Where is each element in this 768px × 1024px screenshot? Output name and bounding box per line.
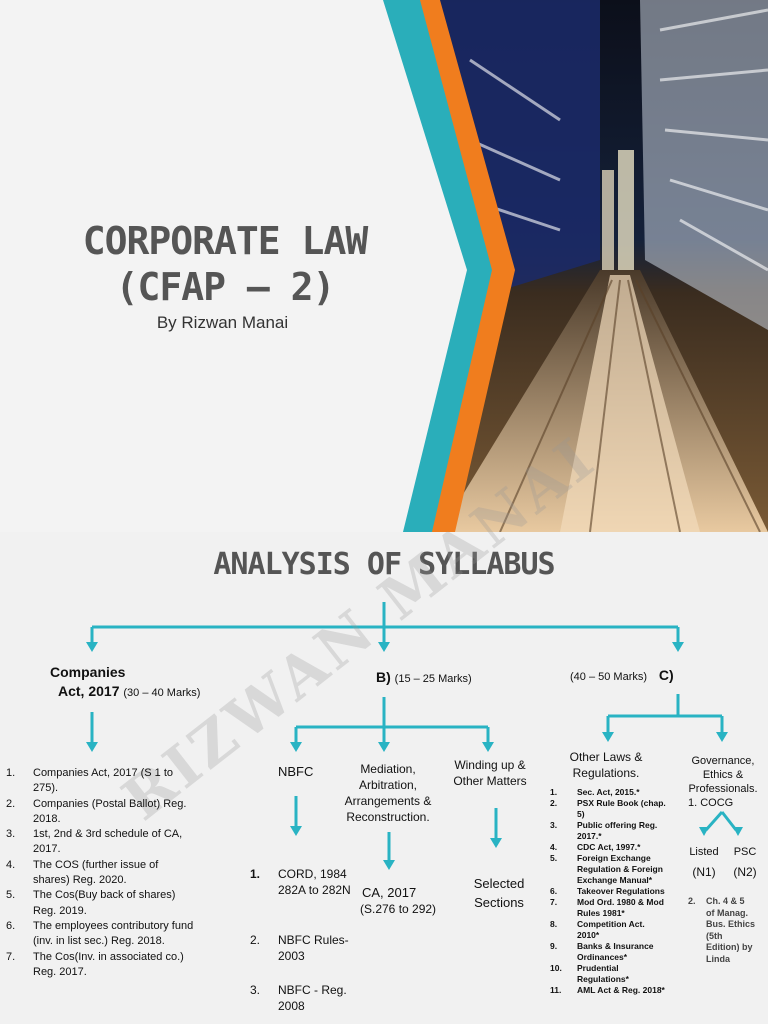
winding-detail: Selected Sections xyxy=(462,874,536,912)
branch-c-letter: C) xyxy=(651,667,674,683)
other-laws-list: 1.Sec. Act, 2015.* 2.PSX Rule Book (chap… xyxy=(550,787,668,996)
other-laws-label: Other Laws & Regulations. xyxy=(560,749,652,781)
ethics-text-6: Linda xyxy=(706,954,764,966)
psc-code: (N2) xyxy=(728,862,762,882)
list-item: 7.The Cos(Inv. in associated co.) Reg. 2… xyxy=(6,950,196,981)
list-item: 10.Prudential Regulations* xyxy=(550,963,668,985)
winding-label-line2: Other Matters xyxy=(444,773,536,789)
cover-slide: CORPORATE LAW (CFAP – 2) By Rizwan Manai xyxy=(0,0,768,532)
ethics-text-5: Edition) by xyxy=(706,942,764,954)
list-item: 5.Foreign Exchange Regulation & Foreign … xyxy=(550,853,668,886)
list-item: 3.1st, 2nd & 3rd schedule of CA, 2017. xyxy=(6,827,196,858)
mediation-detail-line2: (S.276 to 292) xyxy=(360,901,436,918)
branch-a-label-line1: Companies xyxy=(50,663,250,682)
list-item: 1.CORD, 1984 282A to 282N xyxy=(250,866,360,932)
list-item: 1.Sec. Act, 2015.* xyxy=(550,787,668,798)
list-item: 3.Public offering Reg. 2017.* xyxy=(550,820,668,842)
governance-label-line3: Professionals. xyxy=(680,782,766,796)
list-item: 3.NBFC - Reg. 2008 xyxy=(250,982,360,1014)
cover-title-line2: (CFAP – 2) xyxy=(0,264,450,310)
listed-code: (N1) xyxy=(684,862,724,882)
other-laws-label-line2: Regulations. xyxy=(560,765,652,781)
mediation-detail: CA, 2017 (S.276 to 292) xyxy=(360,884,436,918)
cover-byline: By Rizwan Manai xyxy=(0,313,445,333)
psc-label: PSC (N2) xyxy=(728,842,762,882)
winding-detail-line1: Selected xyxy=(462,874,536,893)
list-item: 4.The COS (further issue of shares) Reg.… xyxy=(6,858,196,889)
list-item: 1.Companies Act, 2017 (S 1 to 275). xyxy=(6,766,196,797)
list-item: 2.Companies (Postal Ballot) Reg. 2018. xyxy=(6,797,196,828)
listed-text: Listed xyxy=(684,842,724,862)
psc-text: PSC xyxy=(728,842,762,862)
nbfc-label: NBFC xyxy=(278,763,313,780)
winding-label: Winding up & Other Matters xyxy=(444,757,536,789)
other-laws-label-line1: Other Laws & xyxy=(560,749,652,765)
listed-label: Listed (N1) xyxy=(684,842,724,882)
branch-c-heading: (40 – 50 Marks) C) xyxy=(570,667,674,683)
governance-label-line2: Ethics & xyxy=(680,768,766,782)
ethics-item: 2. Ch. 4 & 5 of Manag. Bus. Ethics (5th … xyxy=(688,896,764,965)
branch-b-letter: B) xyxy=(376,669,391,685)
list-item: 8.Competition Act. 2010* xyxy=(550,919,668,941)
cover-title: CORPORATE LAW (CFAP – 2) xyxy=(0,218,450,310)
ethics-num: 2. xyxy=(688,896,696,908)
winding-label-line1: Winding up & xyxy=(444,757,536,773)
cover-title-line1: CORPORATE LAW xyxy=(0,218,450,264)
branch-a-heading: Companies Act, 2017 (30 – 40 Marks) xyxy=(50,663,250,703)
governance-label-line1: Governance, xyxy=(680,754,766,768)
list-item: 6.Takeover Regulations xyxy=(550,886,668,897)
mediation-detail-line1: CA, 2017 xyxy=(360,884,436,901)
ethics-text-4: (5th xyxy=(706,931,764,943)
list-item: 2.PSX Rule Book (chap. 5) xyxy=(550,798,668,820)
list-item: 5.The Cos(Buy back of shares) Reg. 2019. xyxy=(6,888,196,919)
ethics-text-1: Ch. 4 & 5 xyxy=(706,896,764,908)
cocg-label: 1. COCG xyxy=(688,797,733,809)
branch-b-heading: B) (15 – 25 Marks) xyxy=(376,669,472,685)
list-item: 6.The employees contributory fund (inv. … xyxy=(6,919,196,950)
list-item: 7.Mod Ord. 1980 & Mod Rules 1981* xyxy=(550,897,668,919)
branch-c-marks: (40 – 50 Marks) xyxy=(570,671,647,683)
list-item: 9.Banks & Insurance Ordinances* xyxy=(550,941,668,963)
governance-label: Governance, Ethics & Professionals. xyxy=(680,754,766,796)
branch-a-list: 1.Companies Act, 2017 (S 1 to 275). 2.Co… xyxy=(6,766,196,980)
branch-b-marks: (15 – 25 Marks) xyxy=(395,673,472,685)
branch-a-marks: (30 – 40 Marks) xyxy=(123,687,200,699)
list-item: 4.CDC Act, 1997.* xyxy=(550,842,668,853)
nbfc-list: 1.CORD, 1984 282A to 282N 2.NBFC Rules-2… xyxy=(250,866,360,1014)
ethics-text-3: Bus. Ethics xyxy=(706,919,764,931)
mediation-label: Mediation, Arbitration, Arrangements & R… xyxy=(336,761,440,825)
list-item: 2.NBFC Rules-2003 xyxy=(250,932,360,982)
branch-a-label-line2: Act, 2017 xyxy=(58,683,119,699)
winding-detail-line2: Sections xyxy=(462,893,536,912)
list-item: 11.AML Act & Reg. 2018* xyxy=(550,985,668,996)
ethics-text-2: of Manag. xyxy=(706,908,764,920)
